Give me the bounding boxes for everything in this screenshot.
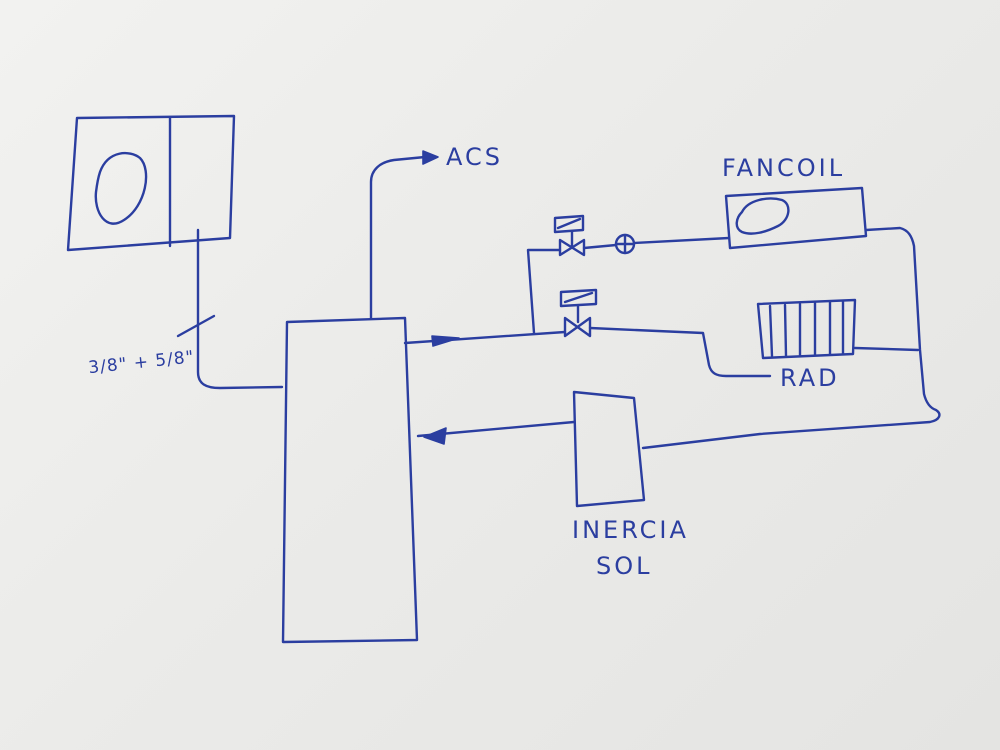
fancoil-supply-pipe [632, 236, 731, 245]
outdoor-unit [66, 114, 236, 252]
fancoil-pump-pipe [582, 243, 618, 250]
fancoil-branch-pipe [526, 248, 562, 335]
rad-label: RAD [780, 364, 840, 392]
inercia-label-line1: INERCIA [572, 516, 689, 544]
valve-radiator [559, 288, 598, 338]
return-arrow-icon [423, 427, 447, 445]
radiator-return-pipe [853, 346, 920, 352]
pipe-size-tick [176, 314, 216, 338]
inercia-label-line2: SOL [596, 552, 653, 580]
fan-icon [94, 151, 148, 225]
radiator [756, 298, 857, 360]
acs-label: ACS [446, 143, 503, 171]
inercia-tank [572, 390, 646, 508]
supply-arrow-icon [431, 335, 460, 347]
acs-arrow-icon [422, 150, 439, 165]
indoor-tank [281, 316, 419, 644]
valve-fancoil [553, 214, 586, 257]
return-pipe [641, 226, 941, 450]
supply-pipe [403, 330, 567, 345]
pipe-size-label: 3/8" + 5/8" [87, 347, 195, 378]
fancoil-label: FANCOIL [722, 154, 845, 182]
fancoil [724, 186, 868, 250]
pump-icon [614, 233, 636, 255]
radiator-supply-pipe [588, 326, 772, 378]
acs-pipe [369, 155, 427, 320]
fancoil-fan-icon [735, 197, 790, 235]
refrigerant-pipe [196, 228, 284, 390]
